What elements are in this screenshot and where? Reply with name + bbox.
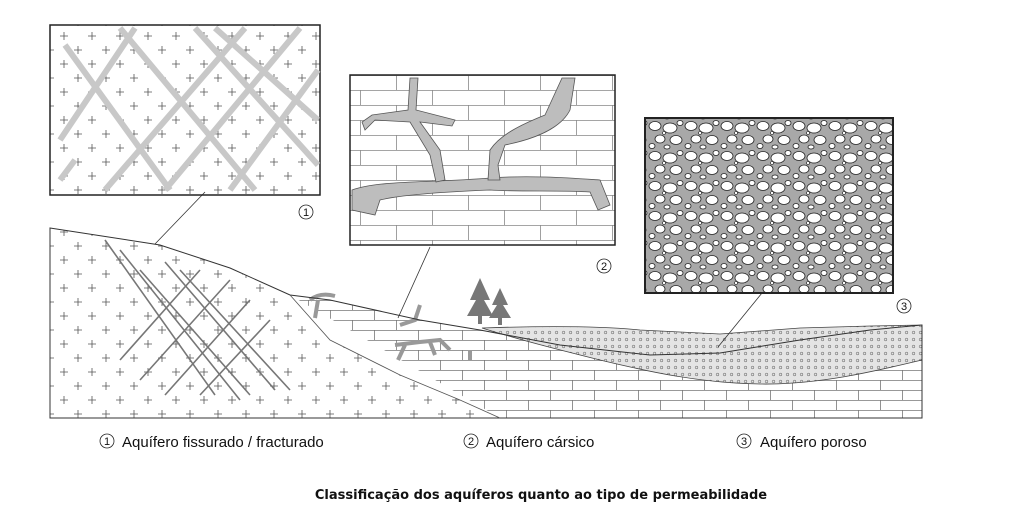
marker-1: 1	[298, 204, 314, 220]
marker-2: 2	[596, 258, 612, 274]
legend-label-porous: Aquífero poroso	[760, 434, 867, 451]
leader-lines	[154, 191, 763, 348]
legend-marker-1: 1	[104, 436, 110, 448]
tree-icon	[467, 278, 511, 325]
cross-section	[49, 227, 923, 419]
karst-conduits	[308, 292, 472, 361]
fracture-lines	[104, 239, 291, 401]
marker-3: 3	[896, 298, 912, 314]
legend-marker-2: 2	[468, 436, 474, 448]
inset-porous	[644, 117, 894, 294]
inset-fissured	[49, 24, 321, 196]
diagram-caption: Classificação dos aquíferos quanto ao ti…	[315, 488, 767, 503]
granite-layer	[50, 228, 500, 418]
legend-label-karst: Aquífero cársico	[486, 434, 594, 451]
inset-karst	[349, 74, 616, 246]
legend-marker-3: 3	[741, 436, 747, 448]
svg-text:1: 1	[303, 207, 309, 219]
svg-text:3: 3	[901, 301, 907, 313]
legend-label-fissured: Aquífero fissurado / fracturado	[122, 434, 324, 451]
porous-sediment-layer	[481, 324, 923, 385]
svg-text:2: 2	[601, 261, 607, 273]
legend: 1 Aquífero fissurado / fracturado 2 Aquí…	[99, 433, 867, 451]
